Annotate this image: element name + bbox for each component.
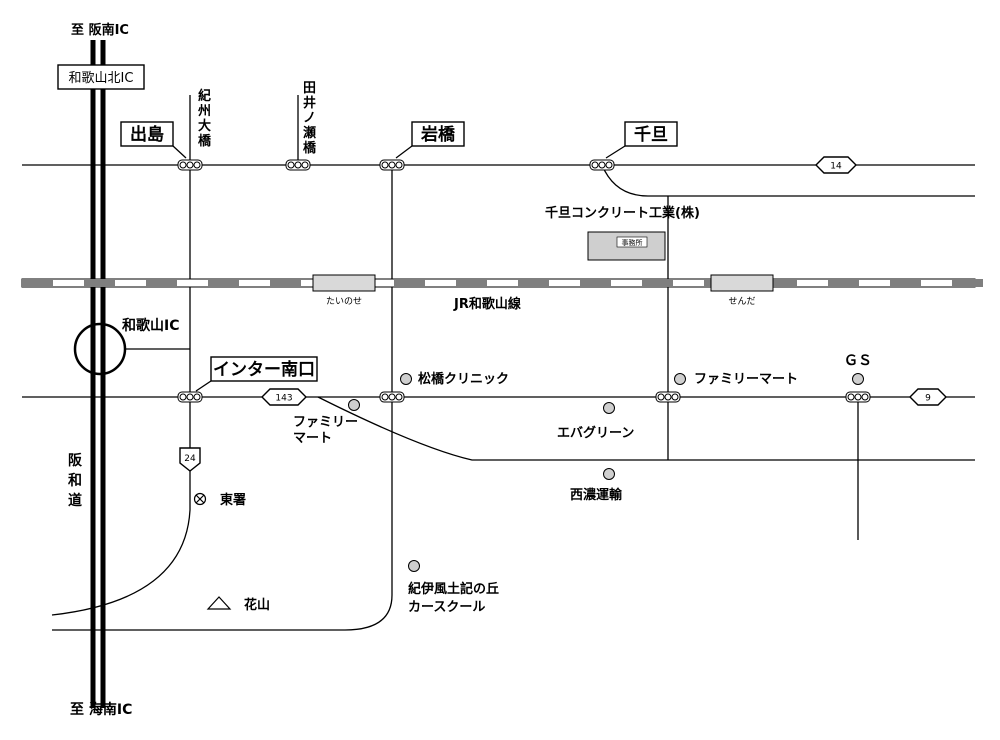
jr-wakayama-line-label: JR和歌山線: [453, 296, 522, 312]
signal-gs: [845, 391, 871, 403]
railway-jr-wakayama: [21, 274, 983, 292]
familymart-1-label: ファミリーマート: [694, 372, 798, 387]
inter-minamiguchi-label: インター南口: [213, 359, 315, 380]
to-hannan-ic-label: 至 阪南IC: [71, 22, 129, 38]
station-tainose-label: たいのせ: [326, 296, 362, 307]
seino-label: 西濃運輸: [570, 487, 623, 503]
evergreen-label: エバグリーン: [557, 425, 634, 441]
wakayama-kita-ic-box: [57, 64, 145, 90]
wakayama-kita-ic-label: 和歌山北IC: [69, 71, 134, 86]
svg-text:14: 14: [830, 162, 842, 172]
seino-marker: [603, 468, 615, 480]
svg-text:24: 24: [184, 454, 196, 464]
hanwa-expressway-label: 阪和道: [68, 453, 83, 509]
road-branch-sendan: [601, 164, 975, 197]
inter-minamiguchi-box: [210, 356, 318, 382]
wakayama-ic-label: 和歌山IC: [122, 317, 179, 334]
signal-familymart: [655, 391, 681, 403]
kishu-ohashi-label: 紀州大橋: [197, 88, 212, 149]
iwase-box: [411, 121, 465, 147]
dejima-label: 出島: [130, 124, 164, 145]
car-school-marker: [408, 560, 420, 572]
police-label: 東署: [220, 492, 246, 508]
to-kainan-ic-label: 至 海南IC: [70, 701, 132, 718]
dejima-box: [120, 121, 174, 147]
car-school-label-line1: 紀伊風土記の丘: [408, 581, 499, 597]
evergreen-marker: [603, 402, 615, 414]
hanayama-label: 花山: [244, 597, 270, 613]
office-plate: [616, 236, 648, 248]
route-shield-24: 24: [179, 447, 201, 472]
sendan-box: [624, 121, 678, 147]
signal-tainose-bashi: [285, 159, 311, 171]
sendan-label: 千旦: [634, 125, 668, 145]
svg-text:9: 9: [925, 394, 931, 404]
signal-dejima: [177, 159, 203, 171]
svg-text:143: 143: [275, 394, 292, 404]
road-diagonal: [317, 396, 975, 461]
iwase-label: 岩橋: [420, 124, 456, 145]
station-tainose: [312, 274, 376, 292]
interchange-circle: [73, 322, 127, 376]
station-senda: [710, 274, 774, 292]
signal-iwase: [379, 159, 405, 171]
sendan-concrete-label: 千旦コンクリート工業(株): [545, 205, 700, 221]
familymart-2-label-line2: マート: [293, 431, 332, 446]
route-shield-14: 14: [815, 156, 857, 174]
road-route-24: [51, 397, 191, 616]
mountain-icon: [206, 596, 232, 610]
familymart-2-marker: [348, 399, 360, 411]
gs-label: ＧＳ: [844, 353, 872, 369]
clinic-label: 松橋クリニック: [418, 371, 509, 387]
office-label: 事務所: [622, 238, 643, 247]
route-shield-143: 143: [261, 388, 307, 406]
station-senda-label: せんだ: [728, 296, 755, 307]
clinic-marker: [400, 373, 412, 385]
familymart-2-label-line1: ファミリー: [293, 415, 358, 430]
gs-marker: [852, 373, 864, 385]
road-iwase: [52, 165, 393, 631]
signal-sendan: [589, 159, 615, 171]
signal-inter-minamiguchi: [177, 391, 203, 403]
signal-route143-iwase: [379, 391, 405, 403]
tainose-bashi-label: 田井ノ瀬橋: [303, 81, 317, 156]
familymart-1-marker: [674, 373, 686, 385]
car-school-label-line2: カースクール: [408, 600, 485, 615]
police-icon: [193, 492, 207, 506]
route-shield-9: 9: [909, 388, 947, 406]
